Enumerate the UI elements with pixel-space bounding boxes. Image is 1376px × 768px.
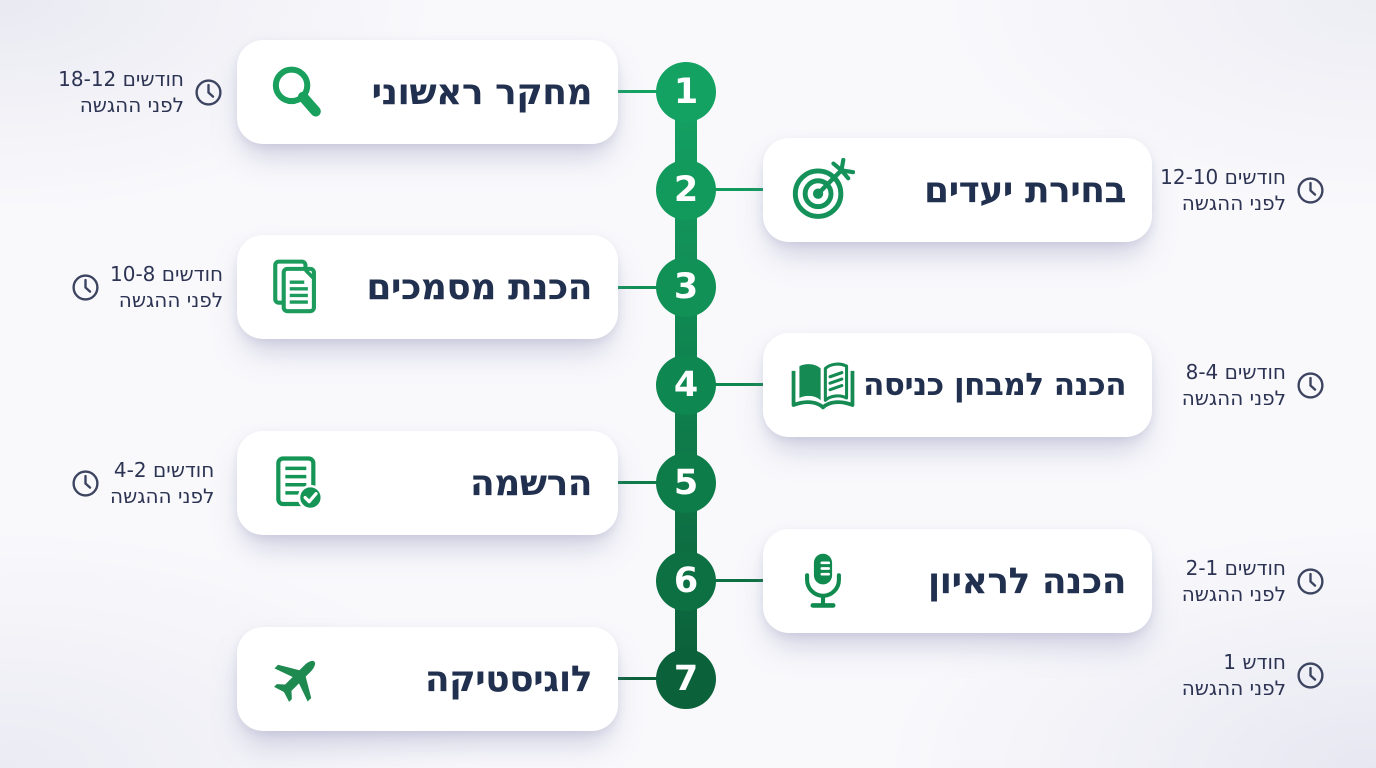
step-title-1: מחקר ראשוני <box>371 71 593 113</box>
time-label-step-5: חודשים 4-2 לפני ההגשה <box>70 457 214 509</box>
time-label-step-7: חודש 1 לפני ההגשה <box>1182 649 1326 701</box>
clock-icon <box>70 468 101 499</box>
time-range: חודש 1 <box>1223 650 1286 674</box>
documents-icon <box>263 258 331 316</box>
step-number-4: 4 <box>656 355 716 415</box>
airplane-icon <box>263 642 331 716</box>
time-caption: לפני ההגשה <box>1181 582 1286 606</box>
clock-icon <box>1295 175 1326 206</box>
step-title-6: הכנה לראיון <box>927 560 1127 602</box>
step-card-1: מחקר ראשוני <box>237 40 618 144</box>
step-card-4: הכנה למבחן כניסה <box>763 333 1152 437</box>
connector-step-7 <box>608 677 660 680</box>
time-range: חודשים 10-8 <box>110 262 224 286</box>
time-range: חודשים 12-10 <box>1160 165 1286 189</box>
step-number-2: 2 <box>656 160 716 220</box>
step-title-2: בחירת יעדים <box>924 169 1127 211</box>
step-title-3: הכנת מסמכים <box>366 266 592 308</box>
step-title-5: הרשמה <box>470 462 593 504</box>
connector-step-4 <box>712 383 768 386</box>
step-card-6: הכנה לראיון <box>763 529 1152 633</box>
time-caption: לפני ההגשה <box>118 288 224 312</box>
connector-step-5 <box>608 481 660 484</box>
step-title-4: הכנה למבחן כניסה <box>863 367 1126 403</box>
open-book-icon <box>789 356 857 414</box>
step-card-7: לוגיסטיקה <box>237 627 618 731</box>
microphone-icon <box>789 551 857 611</box>
clock-icon <box>1295 566 1326 597</box>
clock-icon <box>1295 660 1326 691</box>
target-icon <box>789 158 857 222</box>
step-card-3: הכנת מסמכים <box>237 235 618 339</box>
step-card-2: בחירת יעדים <box>763 138 1152 242</box>
step-title-7: לוגיסטיקה <box>424 658 593 700</box>
step-number-5: 5 <box>656 453 716 513</box>
clock-icon <box>1295 370 1326 401</box>
step-number-7: 7 <box>656 649 716 709</box>
step-card-5: הרשמה <box>237 431 618 535</box>
time-caption: לפני ההגשה <box>79 93 184 117</box>
time-label-step-1: חודשים 18-12 לפני ההגשה <box>58 66 224 118</box>
time-caption: לפני ההגשה <box>110 484 215 508</box>
connector-step-1 <box>608 90 660 93</box>
clock-icon <box>70 272 101 303</box>
time-range: חודשים 8-4 <box>1185 360 1286 384</box>
connector-step-6 <box>712 579 768 582</box>
step-number-6: 6 <box>656 551 716 611</box>
time-label-step-2: חודשים 12-10 לפני ההגשה <box>1160 164 1326 216</box>
time-caption: לפני ההגשה <box>1181 191 1286 215</box>
time-range: חודשים 2-1 <box>1185 556 1286 580</box>
time-range: חודשים 18-12 <box>58 67 184 91</box>
time-caption: לפני ההגשה <box>1181 676 1286 700</box>
clock-icon <box>193 77 224 108</box>
time-range: חודשים 4-2 <box>113 458 215 482</box>
time-label-step-6: חודשים 2-1 לפני ההגשה <box>1182 555 1326 607</box>
time-label-step-3: חודשים 10-8 לפני ההגשה <box>70 261 223 313</box>
time-label-step-4: חודשים 8-4 לפני ההגשה <box>1182 359 1326 411</box>
connector-step-2 <box>712 188 768 191</box>
connector-step-3 <box>608 286 660 289</box>
checklist-icon <box>263 455 331 511</box>
search-icon <box>263 63 331 121</box>
step-number-3: 3 <box>656 257 716 317</box>
time-caption: לפני ההגשה <box>1181 386 1286 410</box>
step-number-1: 1 <box>656 62 716 122</box>
